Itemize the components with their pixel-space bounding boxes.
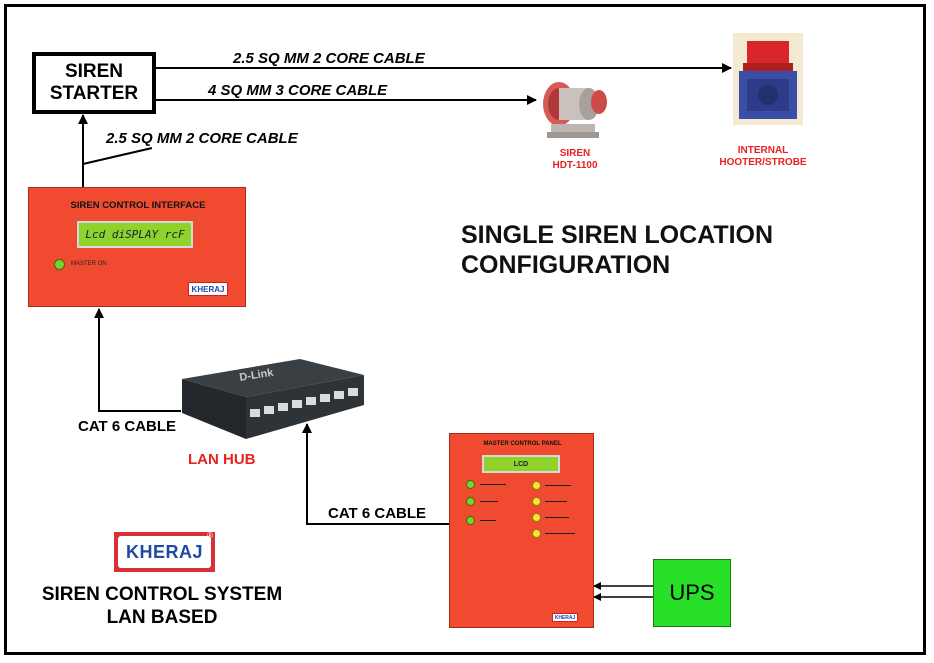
panel-yellow-led-icon xyxy=(532,513,541,522)
master-on-label: MASTER ON xyxy=(71,261,107,267)
cat6-hub-to-interface xyxy=(94,308,181,412)
panel-label-line xyxy=(480,520,496,521)
siren-label-line2: HDT-1100 xyxy=(552,160,598,171)
master-control-panel: MASTER CONTROL PANEL LCD KHERAJ xyxy=(449,433,594,628)
siren-starter-line2: STARTER xyxy=(49,83,139,104)
hooter-label-line2: HOOTER/STROBE xyxy=(719,157,807,168)
siren-control-interface: SIREN CONTROL INTERFACE Lcd diSPLAY rcF … xyxy=(28,187,246,307)
kheraj-logo-text: KHERAJ xyxy=(118,536,211,568)
cable-label-middle: 4 SQ MM 3 CORE CABLE xyxy=(208,82,388,99)
ups-label: UPS xyxy=(669,580,715,605)
lan-hub-switch-icon: D-Link xyxy=(182,359,364,439)
lan-hub-label: LAN HUB xyxy=(188,451,256,468)
siren-label-line1: SIREN xyxy=(559,148,591,159)
kheraj-logo: ® KHERAJ xyxy=(114,531,215,572)
cat6-panel-to-hub xyxy=(302,423,449,525)
master-on-led-icon xyxy=(54,259,65,270)
registered-mark: ® xyxy=(207,531,213,540)
system-title-line1: SIREN CONTROL SYSTEM xyxy=(41,584,283,605)
siren-device-icon xyxy=(543,82,607,138)
panel-label-line xyxy=(545,501,567,502)
master-panel-kheraj-logo: KHERAJ xyxy=(552,613,578,622)
panel-yellow-led-icon xyxy=(532,529,541,538)
system-title-line2: LAN BASED xyxy=(106,607,218,628)
configuration-title: SINGLE SIREN LOCATION CONFIGURATION xyxy=(461,220,773,280)
master-panel-lcd: LCD xyxy=(482,455,560,473)
master-panel-title: MASTER CONTROL PANEL xyxy=(483,441,562,447)
hooter-label-line1: INTERNAL xyxy=(737,145,789,156)
cat6-label-panel: CAT 6 CABLE xyxy=(328,505,427,522)
hub-brand-text: D-Link xyxy=(239,367,276,384)
panel-label-line xyxy=(545,533,575,534)
diagram-frame xyxy=(4,4,926,655)
panel-label-line xyxy=(480,484,506,485)
siren-starter-box: SIREN STARTER xyxy=(32,52,156,114)
configuration-title-line2: CONFIGURATION xyxy=(461,251,671,279)
hooter-label: INTERNAL HOOTER/STROBE xyxy=(703,145,823,169)
siren-label: SIREN HDT-1100 xyxy=(535,148,615,172)
cat6-label-hub: CAT 6 CABLE xyxy=(78,418,177,435)
cable-label-control: 2.5 SQ MM 2 CORE CABLE xyxy=(106,130,298,147)
panel-label-line xyxy=(480,501,498,502)
configuration-title-line1: SINGLE SIREN LOCATION xyxy=(461,221,774,249)
interface-title: SIREN CONTROL INTERFACE xyxy=(70,200,206,211)
cable-diagonal-stub xyxy=(82,147,153,165)
panel-green-led-icon xyxy=(466,497,475,506)
system-title: SIREN CONTROL SYSTEM LAN BASED xyxy=(24,583,300,629)
interface-kheraj-logo: KHERAJ xyxy=(188,282,228,296)
interface-lcd-display: Lcd diSPLAY rcF xyxy=(77,221,193,248)
panel-label-line xyxy=(545,517,569,518)
ups-box: UPS xyxy=(653,559,731,627)
cable-label-top: 2.5 SQ MM 2 CORE CABLE xyxy=(233,50,425,67)
panel-green-led-icon xyxy=(466,516,475,525)
hooter-strobe-icon xyxy=(733,33,803,125)
panel-yellow-led-icon xyxy=(532,497,541,506)
panel-yellow-led-icon xyxy=(532,481,541,490)
panel-green-led-icon xyxy=(466,480,475,489)
panel-label-line xyxy=(545,485,571,486)
siren-starter-line1: SIREN xyxy=(64,61,124,82)
